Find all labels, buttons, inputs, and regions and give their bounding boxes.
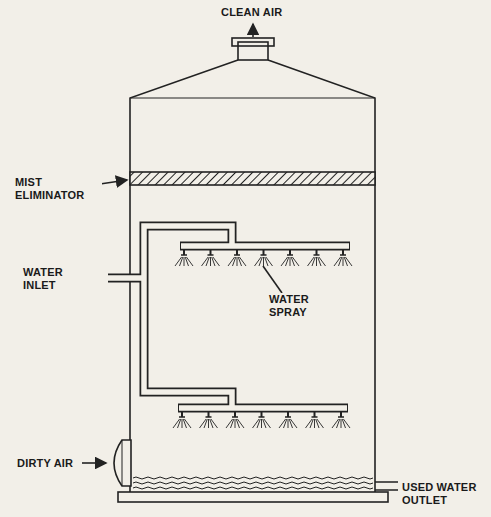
part-label: MIST ELIMINATOR <box>14 176 102 202</box>
stroke <box>263 257 264 266</box>
stroke <box>341 419 342 428</box>
stroke <box>234 254 240 256</box>
leader-line <box>263 266 282 293</box>
water-wave <box>133 487 373 489</box>
part-label: WATER SPRAY <box>268 293 332 319</box>
stroke <box>184 419 191 428</box>
stroke <box>312 257 315 266</box>
part-label: CLEAN AIR <box>220 6 283 19</box>
stroke <box>259 416 265 418</box>
leader-line <box>100 180 127 184</box>
stroke <box>253 419 260 428</box>
spray-nozzles <box>173 250 352 428</box>
stroke <box>306 419 313 428</box>
stroke <box>213 257 220 266</box>
stroke <box>184 257 185 266</box>
stroke <box>226 419 233 428</box>
stroke <box>343 419 350 428</box>
stroke <box>186 257 193 266</box>
stroke <box>259 257 262 266</box>
stroke <box>179 416 185 418</box>
stroke <box>334 257 341 266</box>
water-pool <box>133 477 373 489</box>
stroke <box>286 257 289 266</box>
stroke <box>332 419 339 428</box>
stroke <box>317 419 324 428</box>
stroke <box>316 257 317 266</box>
stroke <box>237 257 238 266</box>
stroke <box>257 419 260 428</box>
stroke <box>312 416 318 418</box>
base-plate <box>118 492 388 502</box>
mist-eliminator <box>130 172 375 185</box>
stroke <box>182 419 183 428</box>
stroke <box>175 257 182 266</box>
stroke <box>290 257 291 266</box>
stroke <box>232 416 238 418</box>
stroke <box>340 254 346 256</box>
water-wave <box>133 482 373 484</box>
stroke <box>208 419 209 428</box>
tower-shell <box>130 60 375 492</box>
stroke <box>343 257 344 266</box>
outlet-pipe <box>375 482 398 490</box>
clean-air-arrow <box>252 24 254 37</box>
stroke <box>202 257 209 266</box>
part-label: DIRTY AIR <box>16 457 74 470</box>
chimney <box>238 42 268 60</box>
stroke <box>337 419 340 428</box>
stroke <box>178 419 181 428</box>
stroke <box>228 257 235 266</box>
stroke <box>235 419 236 428</box>
stroke <box>292 257 299 266</box>
stroke <box>279 419 286 428</box>
stroke <box>173 419 180 428</box>
stroke <box>287 254 293 256</box>
stroke <box>339 257 342 266</box>
chimney-collar <box>232 38 274 46</box>
stroke <box>288 419 289 428</box>
stroke <box>181 254 187 256</box>
dirty-air-inlet <box>114 440 131 486</box>
stroke <box>338 416 344 418</box>
stroke <box>255 257 262 266</box>
tower-seam <box>130 98 375 99</box>
dirty-air-arrow <box>82 462 106 464</box>
stroke <box>180 257 183 266</box>
stroke <box>319 257 326 266</box>
stroke <box>231 419 234 428</box>
stroke <box>266 257 273 266</box>
stroke <box>210 257 211 266</box>
stroke <box>261 254 267 256</box>
stroke <box>281 257 288 266</box>
water-wave <box>133 477 373 479</box>
stroke <box>264 419 271 428</box>
stroke <box>206 257 209 266</box>
stroke <box>308 257 315 266</box>
stroke <box>345 257 352 266</box>
stroke <box>290 419 297 428</box>
stroke <box>285 416 291 418</box>
stroke <box>284 419 287 428</box>
stroke <box>310 419 313 428</box>
part-label: WATER INLET <box>22 266 82 292</box>
stroke <box>233 257 236 266</box>
stroke <box>314 419 315 428</box>
stroke <box>204 419 207 428</box>
stroke <box>200 419 207 428</box>
stroke <box>237 419 244 428</box>
stroke <box>239 257 246 266</box>
part-label: USED WATER OUTLET <box>401 481 485 507</box>
stroke <box>206 416 212 418</box>
stroke <box>211 419 218 428</box>
stroke <box>314 254 320 256</box>
stroke <box>261 419 262 428</box>
stroke <box>208 254 214 256</box>
